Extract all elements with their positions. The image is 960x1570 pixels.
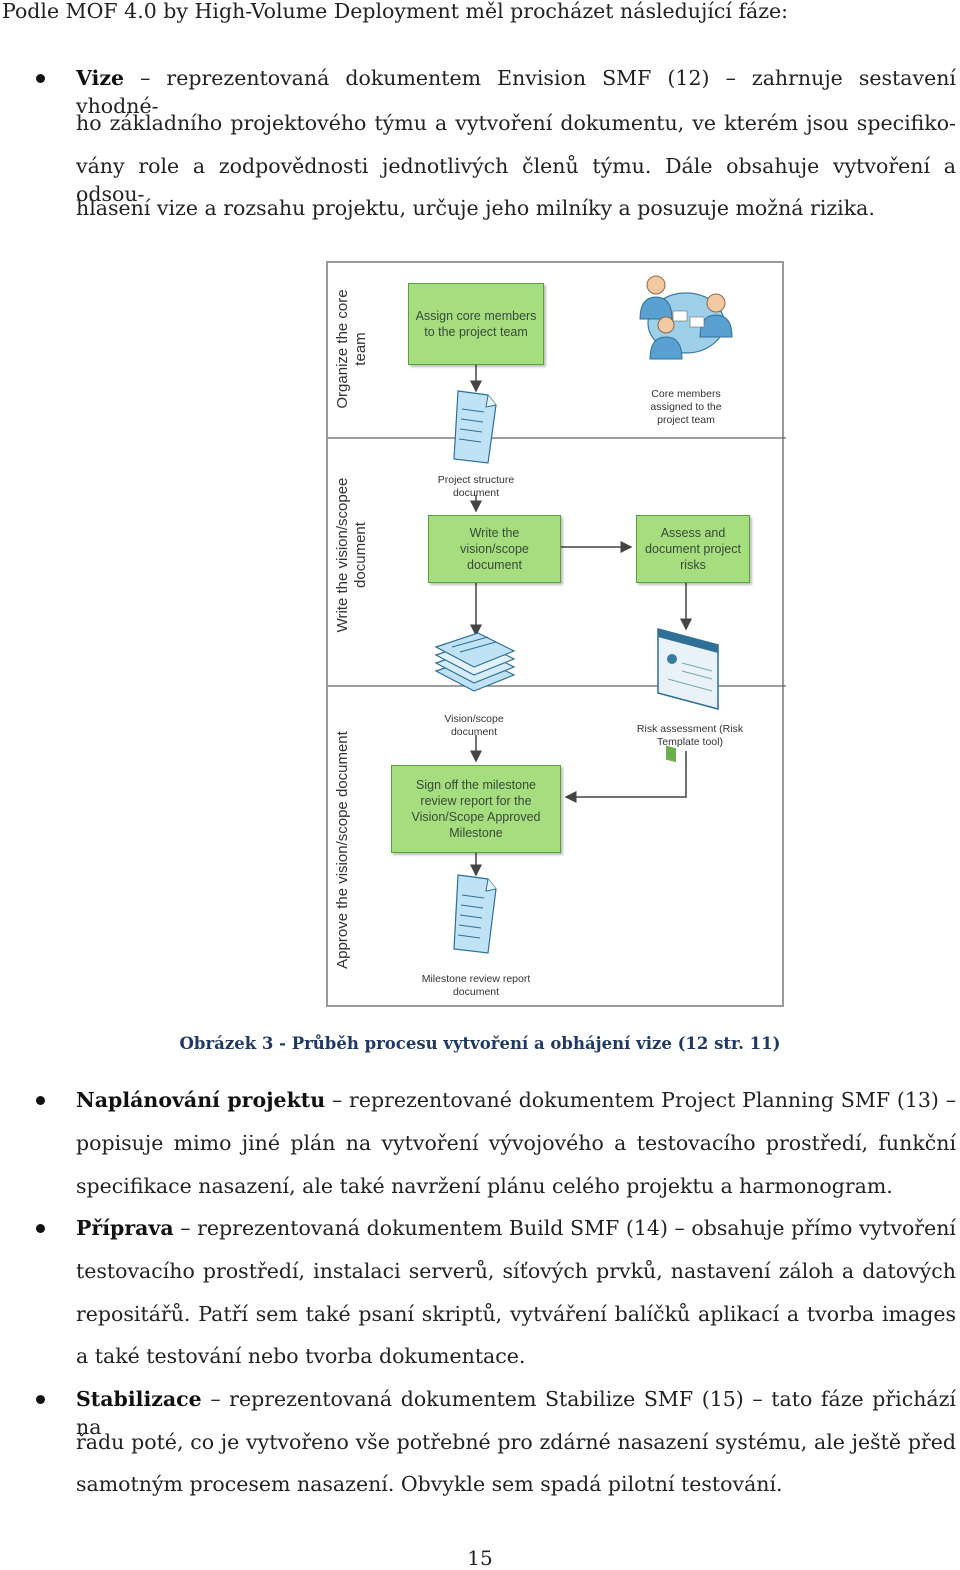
stabilizace-line-3: samotným procesem nasazení. Obvykle sem … [76,1472,783,1496]
bullet-dot [36,1224,45,1233]
bullet-dot [36,1395,45,1404]
lane-label-write: Write the vision/scopee document [334,465,370,645]
priprava-line-2: testovacího prostředí, instalaci serverů… [76,1259,956,1283]
intro-text: Podle MOF 4.0 by High-Volume Deployment … [2,0,789,23]
diagram-graphics [328,275,786,954]
planovani-text: – reprezentované dokumentem Project Plan… [331,1088,956,1112]
vize-line-4: hlasení vize a rozsahu projektu, určuje … [76,196,875,220]
lane-label-line: Approve the vision/scope document [334,731,351,969]
vision-scope-document-label: Vision/scope document [444,713,504,738]
planovani-line-3: specifikace nasazení, ale také navržení … [76,1174,893,1198]
assign-core-members-box: Assign core members to the project team [408,283,544,365]
core-members-label: Core members assigned to the project tea… [650,388,722,426]
stabilizace-text: – reprezentovaná dokumentem Stabilize SM… [76,1387,956,1439]
priprava-text: – reprezentovaná dokumentem Build SMF (1… [180,1216,956,1240]
vize-line-1: Vize – reprezentovaná dokumentem Envisio… [76,64,956,120]
vize-term: Vize [76,66,125,90]
planovani-line-2: popisuje mimo jiné plán na vytvoření výv… [76,1131,956,1155]
priprava-line-4: a také testování nebo tvorba dokumentace… [76,1344,526,1368]
stabilizace-line-2: řadu poté, co je vytvořeno vše potřebné … [76,1430,956,1454]
lane-label-line: team [352,332,369,366]
assess-project-risks-box: Assess and document project risks [636,515,750,583]
bullet-dot [36,74,45,83]
project-structure-label: Project structure document [437,474,515,499]
bullet-dot [36,1096,45,1105]
stabilizace-line-1: Stabilizace – reprezentovaná dokumentem … [76,1385,956,1441]
priprava-line-1: Příprava – reprezentovaná dokumentem Bui… [76,1214,956,1242]
lane-label-organize: Organize the core team [334,279,370,419]
lane-label-line: document [352,522,369,588]
planovani-line-1: Naplánování projektu – reprezentované do… [76,1086,956,1114]
risk-assessment-screen-icon [657,628,719,763]
priprava-line-3: repositářů. Patří sem také psaní skriptů… [76,1302,956,1326]
lane-label-line: Write the vision/scopee [334,477,351,633]
page-number: 15 [467,1546,493,1570]
vize-text: – reprezentovaná dokumentem Envision SMF… [76,66,956,118]
milestone-review-label: Milestone review report document [421,973,531,998]
lane-label-line: Organize the core [334,289,351,409]
milestone-report-document-icon [453,874,497,954]
planovani-term: Naplánování projektu [76,1088,326,1112]
figure-caption: Obrázek 3 - Průběh procesu vytvoření a o… [179,1034,781,1053]
vize-line-3: vány role a zodpovědnosti jednotlivých č… [76,154,956,206]
core-team-meeting-icon [639,275,733,360]
vision-scope-document-icon [434,632,516,692]
process-diagram: Organize the core team Write the vision/… [326,261,786,1007]
sign-off-milestone-box: Sign off the milestone review report for… [391,765,561,853]
project-structure-document-icon [453,390,497,464]
lane-label-approve: Approve the vision/scope document [334,717,352,983]
risk-assessment-label: Risk assessment (Risk Template tool) [636,723,744,748]
vize-line-2: ho základního projektového týmu a vytvoř… [76,111,956,135]
stabilizace-term: Stabilizace [76,1387,202,1411]
write-vision-scope-box: Write the vision/scope document [428,515,561,583]
priprava-term: Příprava [76,1216,174,1240]
